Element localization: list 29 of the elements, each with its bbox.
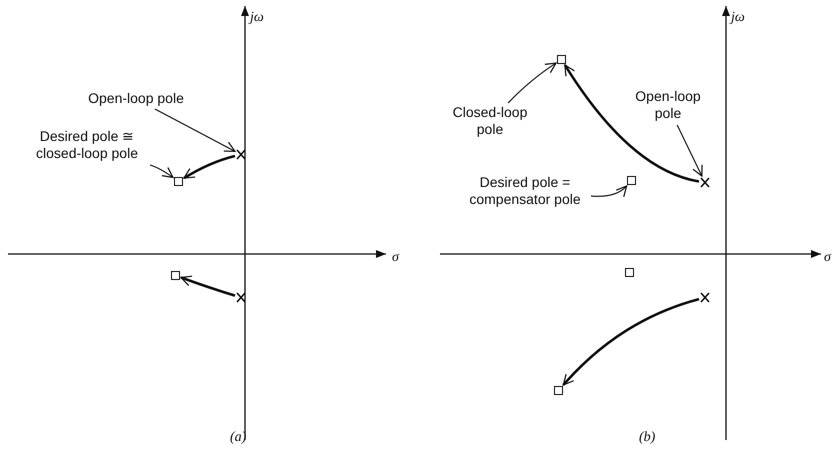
callout-text: Closed-loop pole [440, 104, 540, 140]
pole-square-mark [171, 271, 180, 280]
leader-line [508, 62, 557, 104]
pole-cross-mark [700, 292, 710, 303]
leader-line [154, 108, 236, 152]
callout-text: Desired pole ≅ closed-loop pole [22, 128, 152, 164]
pole-square-mark [627, 176, 636, 185]
pole-cross-mark [236, 149, 246, 160]
locus-arrow [564, 64, 700, 183]
leader-line [676, 124, 703, 177]
callout-text: Open-loop pole [628, 88, 708, 124]
pole-square-mark [557, 55, 566, 64]
leader-line [590, 185, 628, 198]
axis-label: σ [824, 250, 831, 266]
pole-square-mark [554, 386, 563, 395]
axis-label: σ [392, 250, 399, 266]
axis-label: jω [250, 10, 264, 26]
axis-label: jω [731, 10, 745, 26]
pole-square-mark [174, 177, 183, 186]
pole-cross-mark [700, 177, 710, 188]
panel-label: (b) [639, 430, 656, 446]
locus-arrow [562, 298, 700, 386]
callout-text: Desired pole = compensator pole [460, 174, 590, 208]
callout-text: Open-loop pole [66, 90, 206, 108]
leader-line [150, 164, 174, 178]
locus-arrow [183, 154, 236, 180]
pole-cross-mark [236, 292, 246, 303]
pole-square-mark [625, 268, 634, 277]
locus-arrow [180, 276, 236, 297]
